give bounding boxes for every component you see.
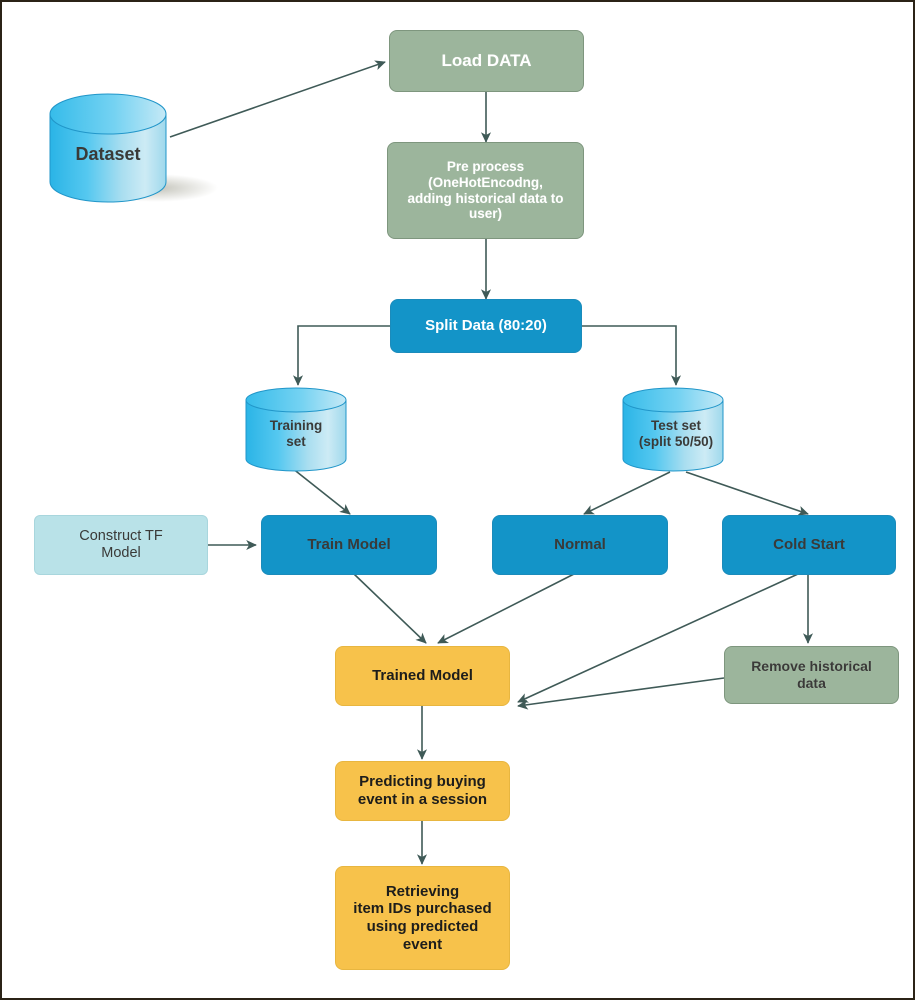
edge-split-data-to-training-set (292, 325, 390, 386)
edge-split-data-to-test-set (582, 325, 682, 386)
node-trained-model[interactable]: Trained Model (335, 646, 510, 706)
training-set-cylinder-shape (245, 387, 347, 472)
node-predicting-buying-event[interactable]: Predicting buying event in a session (335, 761, 510, 821)
node-training-set[interactable]: Training set (243, 387, 355, 475)
edge-train-model-to-trained-model (353, 573, 427, 644)
node-remove-historical-data[interactable]: Remove historical data (724, 646, 899, 704)
dataset-cylinder-shape (49, 93, 218, 203)
edge-remove-historical-to-trained-model (517, 677, 725, 710)
edge-test-set-to-cold-start (685, 471, 809, 516)
test-set-cylinder-shape (622, 387, 724, 472)
node-pre-process[interactable]: Pre process (OneHotEncodng, adding histo… (387, 142, 584, 239)
node-dataset[interactable]: Dataset (38, 78, 218, 208)
node-load-data[interactable]: Load DATA (389, 30, 584, 92)
node-cold-start[interactable]: Cold Start (722, 515, 896, 575)
node-retrieving-item-ids[interactable]: Retrieving item IDs purchased using pred… (335, 866, 510, 970)
edge-test-set-to-normal (583, 471, 671, 515)
node-split-data[interactable]: Split Data (80:20) (390, 299, 582, 353)
node-normal[interactable]: Normal (492, 515, 668, 575)
node-train-model[interactable]: Train Model (261, 515, 437, 575)
node-construct-tf-model[interactable]: Construct TF Model (34, 515, 208, 575)
node-test-set[interactable]: Test set (split 50/50) (620, 387, 732, 475)
edge-normal-to-trained-model (437, 573, 575, 644)
